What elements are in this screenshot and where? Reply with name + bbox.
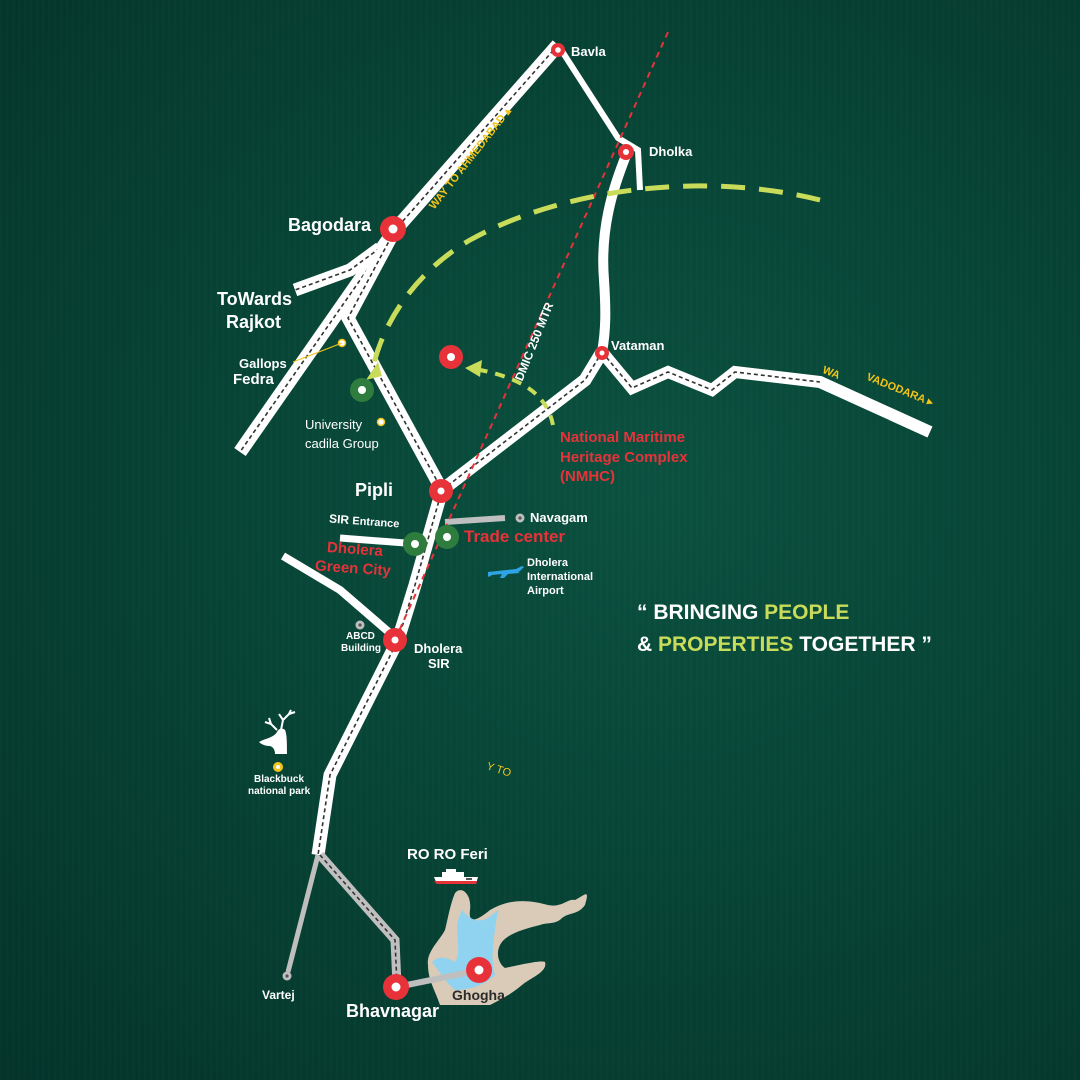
label-bagodara: Bagodara	[288, 215, 372, 235]
marker-abcd[interactable]	[355, 620, 365, 630]
label-nmhc-3: (NMHC)	[560, 468, 615, 485]
label-airport-1: Dholera	[527, 557, 568, 569]
label-airport-2: International	[527, 571, 594, 583]
tagline: “ BRINGING PEOPLE & PROPERTIES TOGETHER …	[637, 597, 932, 661]
label-gallops: Gallops	[239, 356, 287, 371]
label-dholera-sir-1: Dholera	[414, 641, 463, 656]
station-ghogha[interactable]	[466, 957, 492, 983]
station-bagodara[interactable]	[380, 216, 406, 242]
road-navagam	[444, 515, 506, 525]
label-sir-entrance-1: SIR	[328, 511, 350, 527]
road-vartej	[285, 854, 321, 973]
label-blackbuck-1: Blackbuck	[254, 774, 305, 785]
road-to-bhavnagar	[316, 852, 402, 986]
station-dholera-sir[interactable]	[383, 628, 407, 652]
label-vataman: Vataman	[611, 338, 665, 353]
tagline-highlight-properties: PROPERTIES	[658, 633, 794, 656]
highway-bagodara-bhavnagar	[311, 226, 449, 856]
label-ghogha: Ghogha	[452, 987, 505, 1003]
label-towards-rajkot-1: ToWards	[217, 289, 292, 309]
label-fedra: Fedra	[233, 371, 274, 388]
label-dholera-sir-2: SIR	[428, 656, 450, 671]
road-bavla-dholka-vataman	[555, 43, 643, 353]
label-vartej: Vartej	[262, 988, 295, 1002]
tagline-line-2: & PROPERTIES TOGETHER ”	[637, 629, 932, 661]
arc-arrow-fedra	[366, 362, 382, 380]
station-pipli[interactable]	[429, 479, 453, 503]
arc-arrow-nmhc	[465, 360, 482, 377]
deer-head-icon	[259, 709, 296, 754]
label-university-1: University	[305, 417, 363, 432]
label-abcd-2: Building	[341, 643, 381, 654]
marker-university[interactable]	[376, 417, 386, 427]
label-bhavnagar: Bhavnagar	[346, 1001, 440, 1021]
label-pipli: Pipli	[355, 480, 394, 500]
label-sir-entrance-2: Entrance	[351, 515, 400, 531]
road-vataman-vadodara	[597, 348, 933, 438]
label-blackbuck-2: national park	[248, 786, 311, 797]
tagline-amp: &	[637, 633, 658, 656]
label-bavla: Bavla	[571, 44, 606, 59]
label-trade-center: Trade center	[464, 527, 566, 546]
tagline-close: TOGETHER ”	[793, 633, 932, 656]
route-arc-main	[369, 183, 821, 373]
label-airport-3: Airport	[527, 585, 564, 597]
label-ro-ro-feri: RO RO Feri	[407, 846, 488, 863]
airplane-icon	[488, 566, 524, 578]
station-trade-center[interactable]	[435, 525, 459, 549]
label-university-2: cadila Group	[305, 436, 379, 451]
station-bavla[interactable]	[551, 43, 565, 57]
station-bhavnagar[interactable]	[383, 974, 409, 1000]
label-towards-rajkot-2: Rajkot	[226, 312, 282, 332]
marker-blackbuck[interactable]	[273, 762, 283, 772]
road-towards-rajkot	[292, 242, 384, 297]
ship-icon	[434, 869, 478, 884]
road-pipli-vataman	[438, 348, 608, 496]
station-dholera-green-city[interactable]	[403, 532, 427, 556]
tagline-open: “ BRINGING	[637, 601, 765, 624]
station-fedra[interactable]	[350, 378, 374, 402]
label-nmhc-2: Heritage Complex	[560, 449, 688, 466]
label-navagam: Navagam	[530, 510, 588, 525]
road-bhavnagar-ghogha	[396, 967, 481, 990]
tagline-line-1: “ BRINGING PEOPLE	[637, 597, 932, 629]
label-dholka: Dholka	[649, 144, 693, 159]
label-abcd-1: ABCD	[346, 631, 375, 642]
tagline-highlight-people: PEOPLE	[764, 601, 850, 624]
highway-bavla-bagodara	[234, 40, 564, 457]
station-vataman[interactable]	[595, 346, 609, 360]
label-nmhc-1: National Maritime	[560, 429, 686, 446]
station-nmhc[interactable]	[439, 345, 463, 369]
marker-navagam[interactable]	[515, 513, 525, 523]
route-arc-nmhc	[479, 368, 555, 426]
road-abcd	[280, 552, 401, 644]
gallops-leader-line	[292, 342, 343, 363]
station-dholka[interactable]	[618, 144, 634, 160]
marker-vartej[interactable]	[282, 971, 292, 981]
